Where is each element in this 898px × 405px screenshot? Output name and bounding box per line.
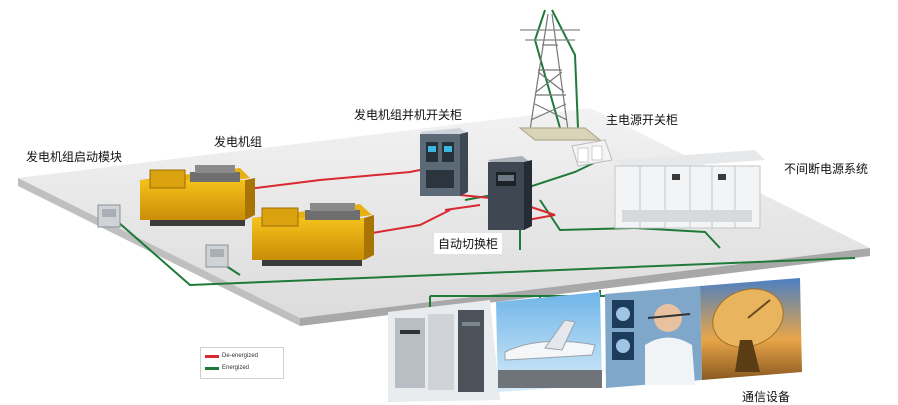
telecom-label: 通信设备 xyxy=(742,388,790,405)
ats-cabinet-icon xyxy=(488,156,532,230)
ups-cabinet-icon xyxy=(615,150,765,228)
generator-set-label: 发电机组 xyxy=(214,133,262,150)
legend: De-energized Energized xyxy=(200,347,284,379)
start-module-icon xyxy=(98,205,120,227)
legend-item-deenergized: De-energized xyxy=(205,353,258,359)
legend-label-energized: Energized xyxy=(222,365,249,371)
ats-label: 自动切换柜 xyxy=(434,233,502,254)
legend-swatch-energized xyxy=(205,367,219,370)
ups-label: 不间断电源系统 xyxy=(784,160,868,177)
satellite-dish-photo xyxy=(700,278,802,380)
cat-generator-icon xyxy=(140,165,255,226)
main-switchgear-label: 主电源开关柜 xyxy=(606,111,678,128)
legend-label-deenergized: De-energized xyxy=(222,353,258,359)
legend-item-energized: Energized xyxy=(205,365,249,371)
genset-start-module-label: 发电机组启动模块 xyxy=(26,148,122,165)
cat-generator-icon xyxy=(252,203,374,266)
parallel-switchgear-icon xyxy=(420,128,468,196)
legend-swatch-deenergized xyxy=(205,355,219,358)
data-center-photo xyxy=(388,300,500,402)
medical-photo xyxy=(605,286,702,388)
airplane-photo xyxy=(496,292,602,392)
start-module-icon xyxy=(206,245,228,267)
parallel-switchgear-label: 发电机组并机开关柜 xyxy=(354,106,462,123)
